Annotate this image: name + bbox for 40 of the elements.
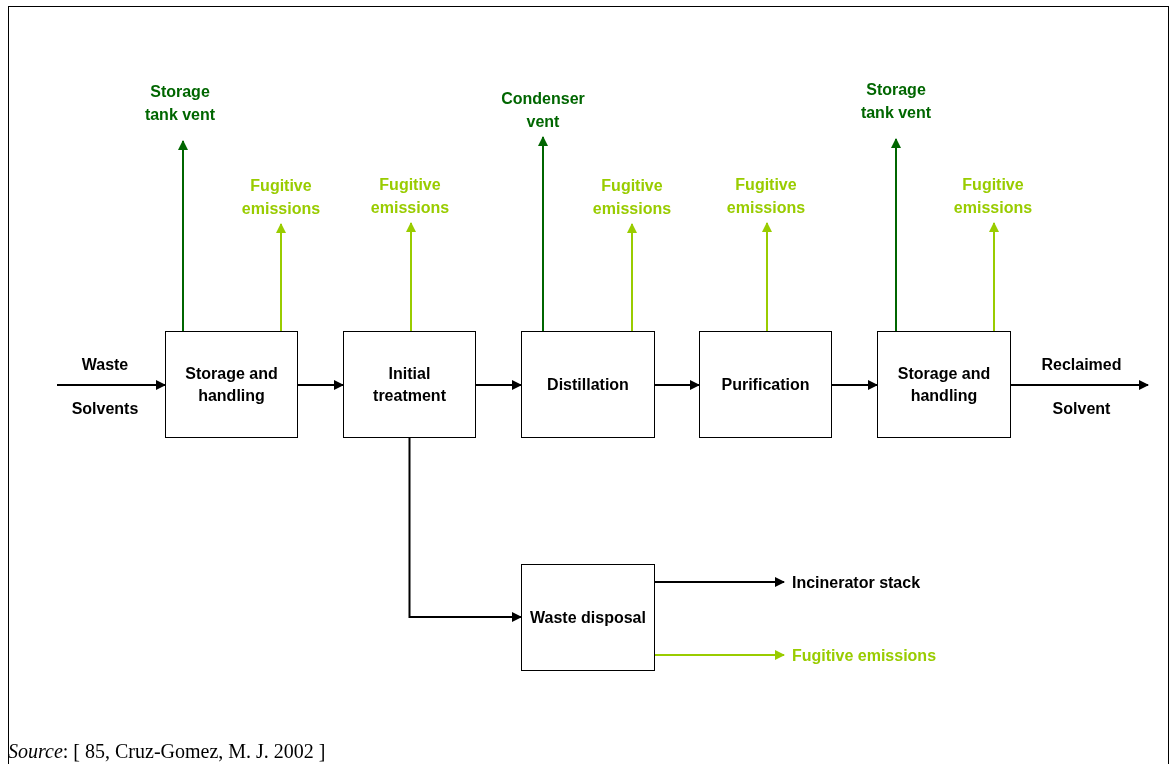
arrow (406, 222, 416, 332)
arrow (762, 222, 772, 332)
process-box (521, 331, 655, 438)
arrow (654, 380, 700, 390)
process-box (521, 564, 655, 671)
emission-label: Fugitive emissions (792, 645, 937, 666)
box-label: Purification (721, 374, 810, 395)
emission-label: Fugitive emissions (369, 175, 451, 218)
process-box (699, 331, 832, 438)
process-box (877, 331, 1011, 438)
arrow (654, 650, 785, 660)
box-label: Initial treatment (372, 363, 447, 406)
box-label: Distillation (547, 374, 629, 395)
box-label: Storage and handling (896, 363, 992, 406)
arrow (297, 380, 344, 390)
emission-label: Fugitive emissions (952, 175, 1034, 218)
box-label: Waste disposal (530, 607, 646, 628)
process-box (343, 331, 476, 438)
arrow (408, 437, 522, 622)
emission-label: Storage tank vent (143, 82, 217, 125)
arrow (1010, 380, 1149, 390)
box-label: Storage and handling (184, 363, 279, 406)
arrow (56, 380, 166, 390)
emission-label: Fugitive emissions (591, 176, 673, 219)
arrow (538, 136, 548, 332)
arrow (891, 138, 901, 332)
arrow (831, 380, 878, 390)
arrow (178, 140, 188, 332)
source-note: Source: [ 85, Cruz-Gomez, M. J. 2002 ] (8, 739, 326, 763)
arrow (654, 577, 785, 587)
arrow (989, 222, 999, 332)
process-box (165, 331, 298, 438)
emission-label: Storage tank vent (859, 80, 933, 123)
emission-label: Condenser vent (500, 89, 586, 132)
emission-label: Incinerator stack (792, 572, 921, 593)
emission-label: Fugitive emissions (240, 176, 322, 219)
emission-label: Fugitive emissions (725, 175, 807, 218)
arrow (276, 223, 286, 332)
arrow (627, 223, 637, 332)
arrow (475, 380, 522, 390)
